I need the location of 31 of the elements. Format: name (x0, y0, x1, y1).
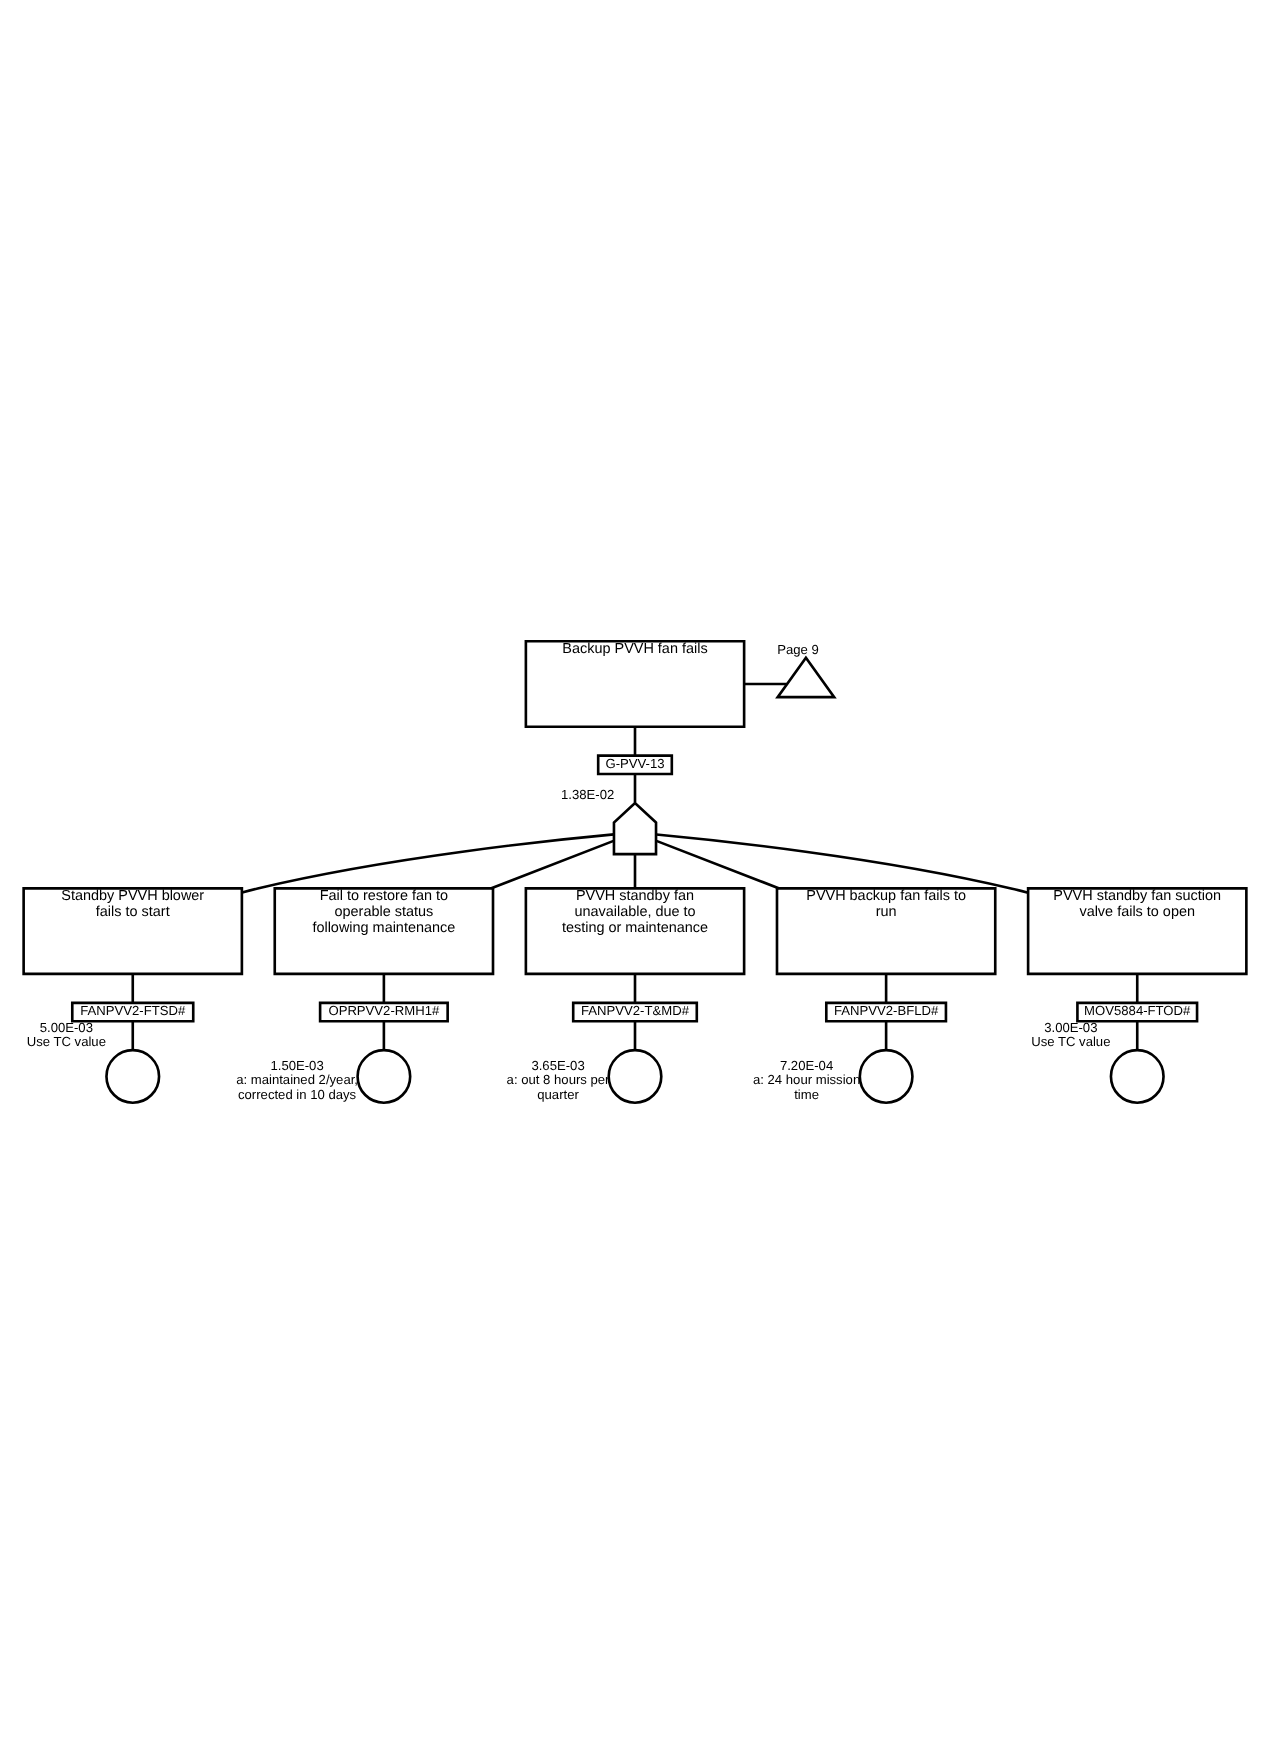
connector (633, 773, 637, 802)
connector (633, 853, 637, 888)
node-box: Backup PVVH fan fails (524, 638, 746, 728)
node-box: PVVH standby fan suction valve fails to open (1026, 886, 1248, 975)
connector (884, 1020, 888, 1049)
node-circle (356, 1047, 412, 1104)
node-circle (607, 1047, 663, 1104)
node-circle (858, 1047, 914, 1104)
connector (633, 973, 637, 1002)
connector (1135, 1020, 1139, 1049)
node-triangle (775, 654, 837, 698)
connector (1135, 973, 1139, 1002)
connector (131, 973, 135, 1002)
connector (131, 1020, 135, 1049)
node-gate (612, 800, 658, 855)
node-circle (105, 1047, 161, 1104)
connector (241, 832, 615, 893)
node-box: PVVH standby fan unavailable, due to testing or maintenance (524, 886, 746, 975)
connector (633, 726, 637, 755)
connector (382, 1020, 386, 1049)
connector (744, 681, 787, 685)
connector (656, 832, 1029, 894)
connector (382, 973, 386, 1002)
node-circle (1109, 1047, 1165, 1104)
connector (633, 1020, 637, 1049)
node-box: Standby PVVH blower fails to start (22, 886, 244, 975)
connector (884, 973, 888, 1002)
node-box: PVVH backup fan fails to run (775, 886, 997, 975)
connector (655, 838, 780, 889)
node-box: Fail to restore fan to operable status following maintenance (273, 886, 495, 975)
connector (490, 838, 615, 889)
